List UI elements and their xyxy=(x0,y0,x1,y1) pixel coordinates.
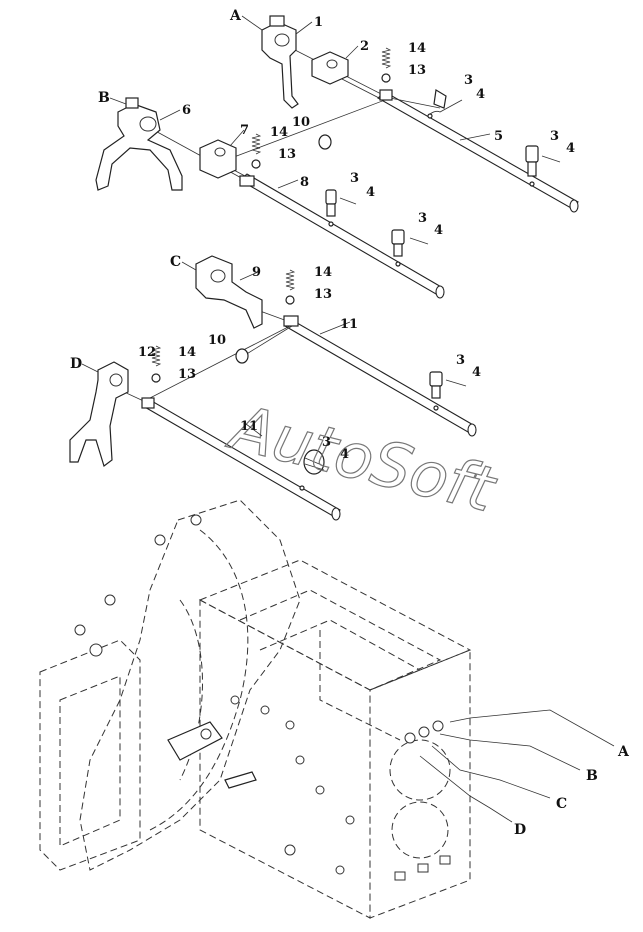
label-part-3: 3 xyxy=(350,171,359,186)
label-part-3: 3 xyxy=(322,435,331,450)
bolt-3-wire-4-b xyxy=(525,145,561,187)
spring-ball-14-13-top xyxy=(379,47,393,101)
bolt-3-wire-4-e xyxy=(429,371,467,411)
shift-rod-5 xyxy=(377,91,579,213)
label-part-11: 11 xyxy=(340,317,358,332)
bolt-3-wire-4-a xyxy=(427,89,463,119)
label-part-4: 4 xyxy=(472,365,481,380)
label-part-14: 14 xyxy=(408,41,426,56)
label-part-13: 13 xyxy=(278,147,296,162)
shift-rod-8 xyxy=(239,173,445,299)
label-part-8: 8 xyxy=(300,175,309,190)
top-callout-leaders xyxy=(81,15,263,373)
label-part-14: 14 xyxy=(314,265,332,280)
label-part-13: 13 xyxy=(408,63,426,78)
label-part-13: 13 xyxy=(314,287,332,302)
plug-10-lower xyxy=(235,348,249,364)
selector-block-2 xyxy=(311,51,349,85)
label-part-3: 3 xyxy=(550,129,559,144)
gearbox-housing xyxy=(39,499,472,919)
shift-fork-12 xyxy=(69,361,129,467)
label-part-12: 12 xyxy=(138,345,156,360)
plug-10-upper xyxy=(318,134,332,150)
callout-c-top: C xyxy=(170,254,181,270)
callout-a-bottom: A xyxy=(617,744,630,760)
selector-block-7 xyxy=(199,139,237,179)
label-part-5: 5 xyxy=(494,129,503,144)
watermark-text: AutoSoft xyxy=(221,390,505,527)
housing-callout-leaders xyxy=(419,709,615,823)
label-part-4: 4 xyxy=(476,87,485,102)
label-part-13: 13 xyxy=(178,367,196,382)
label-part-2: 2 xyxy=(360,39,369,54)
label-part-3: 3 xyxy=(456,353,465,368)
label-part-10: 10 xyxy=(292,115,310,130)
label-part-14: 14 xyxy=(270,125,288,140)
label-part-4: 4 xyxy=(566,141,575,156)
shift-fork-6 xyxy=(95,97,183,191)
label-part-7: 7 xyxy=(240,123,249,138)
shift-fork-1 xyxy=(261,15,299,109)
label-part-1: 1 xyxy=(314,15,323,30)
spring-ball-14-13-lower xyxy=(283,269,299,327)
spring-ball-14-13-mid xyxy=(239,133,262,187)
callout-b-top: B xyxy=(98,90,110,106)
shift-fork-9 xyxy=(195,255,263,329)
spring-ball-14-13-d xyxy=(141,345,162,409)
callout-a-top: A xyxy=(229,8,242,24)
callout-d-bottom: D xyxy=(514,822,526,838)
label-part-14: 14 xyxy=(178,345,196,360)
label-part-3: 3 xyxy=(418,211,427,226)
bolt-3-wire-4-d xyxy=(391,229,429,267)
label-part-10: 10 xyxy=(208,333,226,348)
label-part-6: 6 xyxy=(182,103,191,118)
part-number-leaders xyxy=(159,21,491,437)
bolt-3-wire-4-f xyxy=(299,449,325,491)
label-part-11: 11 xyxy=(240,419,258,434)
bolt-3-wire-4-c xyxy=(325,189,357,227)
label-part-4: 4 xyxy=(434,223,443,238)
callout-d-top: D xyxy=(70,356,82,372)
label-part-9: 9 xyxy=(252,265,261,280)
label-part-4: 4 xyxy=(340,447,349,462)
callout-c-bottom: C xyxy=(556,796,567,812)
label-part-3: 3 xyxy=(464,73,473,88)
callout-b-bottom: B xyxy=(586,768,598,784)
label-part-4: 4 xyxy=(366,185,375,200)
